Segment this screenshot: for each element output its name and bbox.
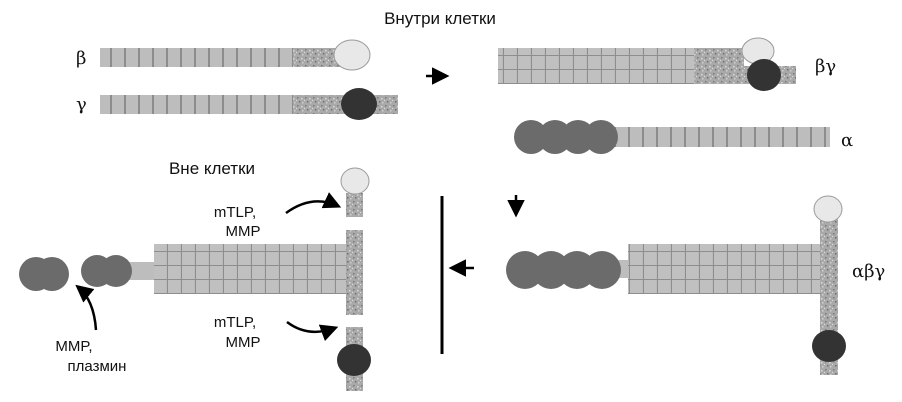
released-alpha-globules: [19, 257, 69, 291]
alpha-beta-gamma-trimer: [506, 195, 846, 375]
label-left-line2: плазмин: [68, 358, 127, 375]
gamma-chain: [100, 88, 398, 120]
beta-globule: [333, 39, 371, 71]
cleaved-lower-fragment: [337, 327, 371, 391]
cleavage-arrow-lower: [286, 320, 339, 342]
cleaved-upper-fragment: [340, 167, 370, 217]
beta-chain: [100, 39, 371, 71]
alpha-globule-1: [514, 120, 548, 154]
trimer-dark-globule: [812, 330, 846, 362]
cleaved-laminin: [81, 230, 363, 315]
label-beta-gamma: βγ: [815, 56, 836, 77]
label-gamma: γ: [76, 94, 87, 115]
lower-fragment-dark-globule: [337, 344, 371, 376]
beta-gamma-dimer: [498, 37, 796, 91]
beta-gamma-dark-globule: [747, 59, 781, 91]
label-upper-line2: MMP: [226, 223, 261, 240]
alpha-globule-4: [584, 120, 618, 154]
upper-fragment-light-globule: [340, 167, 370, 195]
trimer-light-globule: [813, 195, 843, 223]
cleavage-arrow-upper: [285, 192, 342, 215]
alpha-chain: [514, 120, 830, 154]
label-left-line1: MMP,: [55, 338, 92, 355]
label-alpha-beta-gamma: αβγ: [852, 261, 885, 282]
label-alpha: α: [841, 130, 853, 151]
label-upper-line1: mTLP,: [214, 204, 256, 221]
label-beta: β: [76, 48, 86, 69]
label-lower-line2: MMP: [226, 334, 261, 351]
title-inside-cell: Внутри клетки: [384, 9, 496, 28]
title-outside-cell: Вне клетки: [169, 159, 255, 178]
cleavage-arrow-left: [75, 284, 98, 331]
label-lower-line1: mTLP,: [214, 314, 256, 331]
gamma-globule: [341, 88, 377, 120]
